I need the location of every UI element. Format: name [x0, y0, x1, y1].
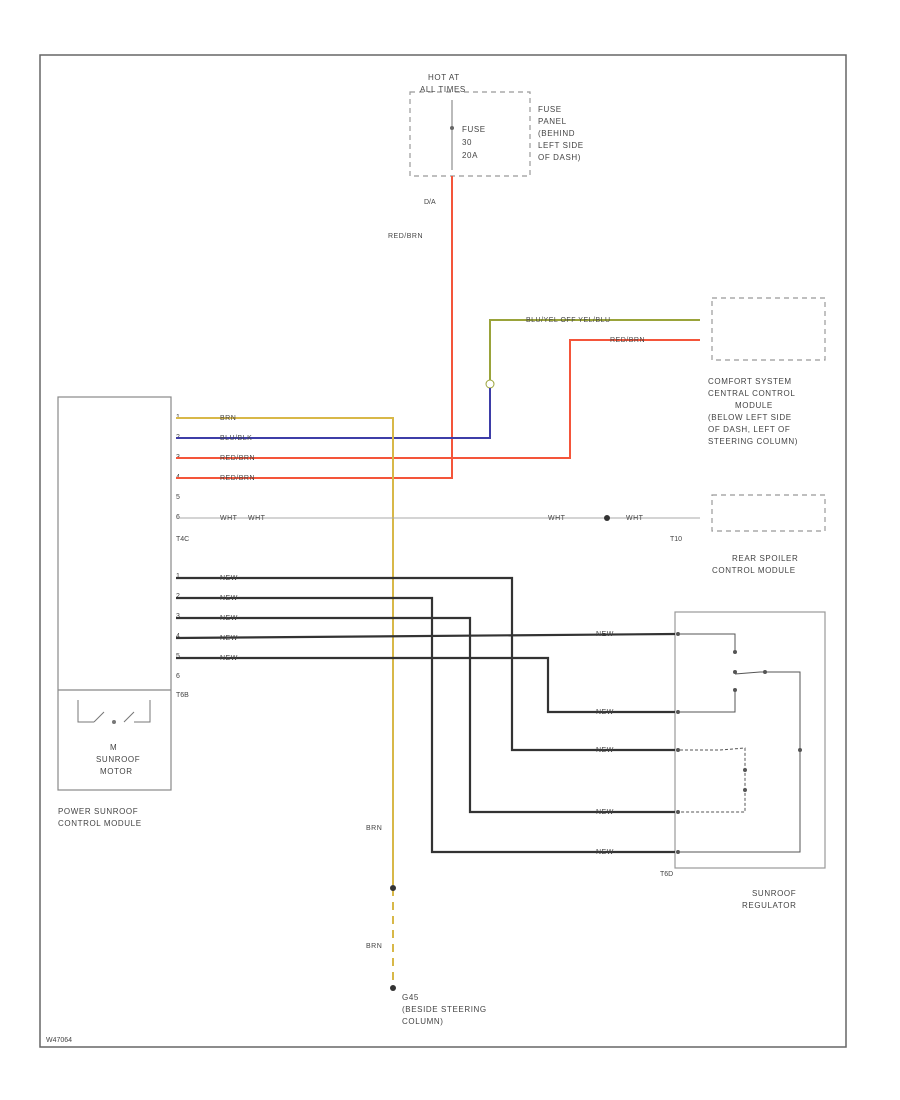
ground-location-1: (BESIDE STEERING: [402, 1005, 487, 1014]
bottom-pin-5: 5: [176, 653, 180, 660]
module-label-1: POWER SUNROOF: [58, 807, 138, 816]
fuse-name-3: 20A: [462, 151, 478, 160]
bottom-pin-3: 3: [176, 613, 180, 620]
top-wire-2: BLU/BLK: [220, 435, 252, 442]
top-wire-1: BRN: [220, 415, 236, 422]
fuse-panel-4: LEFT SIDE: [538, 141, 584, 150]
comfort-wire-green: BLU/YEL OFF YEL/BLU: [526, 317, 611, 324]
motor-label-2: MOTOR: [100, 767, 133, 776]
hot-label-2: ALL TIMES: [420, 85, 466, 94]
comfort-module-box: [711, 297, 826, 361]
fuse-pin: D/A: [424, 199, 436, 206]
bottom-wire-4: NEW: [220, 635, 238, 642]
comfort-wire-red: RED/BRN: [610, 337, 645, 344]
spoiler-wire-3: WHT: [626, 515, 644, 522]
fuse-name-2: 30: [462, 138, 472, 147]
fuse-panel-1: FUSE: [538, 105, 562, 114]
comfort-label-4: (BELOW LEFT SIDE: [708, 413, 792, 422]
regulator-label-1: SUNROOF: [752, 889, 796, 898]
comfort-label-6: STEERING COLUMN): [708, 437, 798, 446]
spoiler-connector: T10: [670, 536, 682, 543]
module-label-2: CONTROL MODULE: [58, 819, 142, 828]
wire-black-3: [176, 616, 675, 814]
comfort-label-5: OF DASH, LEFT OF: [708, 425, 790, 434]
wires: [175, 176, 700, 991]
motor-symbol: M: [110, 743, 117, 752]
fuse-panel-box: [409, 91, 531, 177]
reg-wire-2: NEW: [596, 709, 614, 716]
top-wire-6: WHT: [220, 515, 238, 522]
spoiler-wire-2: WHT: [548, 515, 566, 522]
fuse-panel-5: OF DASH): [538, 153, 581, 162]
fuse-name-1: FUSE: [462, 125, 486, 134]
wire-black-4: [175, 632, 676, 640]
hot-label-1: HOT AT: [428, 73, 460, 82]
ground-wire-2: BRN: [366, 943, 382, 950]
regulator-box: [674, 611, 826, 869]
bottom-connector: T6B: [176, 692, 189, 699]
spoiler-wire-1: WHT: [248, 515, 266, 522]
top-connector: T4C: [176, 536, 189, 543]
ground-point: G45 (BESIDE STEERING COLUMN): [402, 993, 487, 1026]
bottom-wire-5: NEW: [220, 655, 238, 662]
comfort-label-2: CENTRAL CONTROL: [708, 389, 795, 398]
wire-comfort-red: [176, 339, 700, 459]
top-wire-3: RED/BRN: [220, 455, 255, 462]
wire-blue: [176, 388, 491, 439]
bottom-pin-4: 4: [176, 633, 180, 640]
fuse-panel-3: (BEHIND: [538, 129, 575, 138]
sunroof-regulator: T6D SUNROOF REGULATOR: [660, 611, 826, 910]
top-pin-5: 5: [176, 494, 180, 501]
wire-black-5: [176, 656, 675, 714]
diagram-border: [39, 54, 847, 1048]
spoiler-label-2: CONTROL MODULE: [712, 566, 796, 575]
ground-wire-1: BRN: [366, 825, 382, 832]
bottom-wire-1: NEW: [220, 575, 238, 582]
bottom-pin-2: 2: [176, 593, 180, 600]
comfort-label-3: MODULE: [735, 401, 773, 410]
wire-fuse-red: [176, 176, 453, 479]
bottom-pin-6: 6: [176, 673, 180, 680]
diagram-code: W47064: [46, 1037, 72, 1044]
fuse-panel-2: PANEL: [538, 117, 567, 126]
rear-spoiler-module: T10 REAR SPOILER CONTROL MODULE: [670, 494, 826, 575]
sunroof-module-box: [57, 396, 172, 791]
reg-wire-5: NEW: [596, 849, 614, 856]
regulator-label-2: REGULATOR: [742, 901, 796, 910]
wire-comfort-green: [489, 319, 700, 380]
regulator-connector: T6D: [660, 871, 673, 878]
power-sunroof-module: M SUNROOF MOTOR POWER SUNROOF CONTROL MO…: [57, 396, 189, 828]
bottom-wire-3: NEW: [220, 615, 238, 622]
wire-brown: [176, 417, 394, 885]
wire-black-2: [176, 596, 675, 854]
ground-name: G45: [402, 993, 419, 1002]
bottom-pin-1: 1: [176, 573, 180, 580]
spoiler-label-1: REAR SPOILER: [732, 554, 798, 563]
bottom-wire-2: NEW: [220, 595, 238, 602]
wire-black-1: [176, 576, 675, 752]
wire-labels: BRN BLU/BLK RED/BRN RED/BRN WHT NEW NEW …: [220, 317, 645, 950]
motor-label-1: SUNROOF: [96, 755, 140, 764]
fuse-panel: HOT AT ALL TIMES FUSE 30 20A FUSE PANEL …: [388, 73, 584, 240]
ground-location-2: COLUMN): [402, 1017, 444, 1026]
reg-wire-1: NEW: [596, 631, 614, 638]
comfort-label-1: COMFORT SYSTEM: [708, 377, 792, 386]
top-wire-4: RED/BRN: [220, 475, 255, 482]
fuse-wire-label: RED/BRN: [388, 233, 423, 240]
reg-wire-4: NEW: [596, 809, 614, 816]
reg-wire-3: NEW: [596, 747, 614, 754]
spoiler-module-box: [711, 494, 826, 532]
comfort-module: COMFORT SYSTEM CENTRAL CONTROL MODULE (B…: [708, 297, 826, 446]
